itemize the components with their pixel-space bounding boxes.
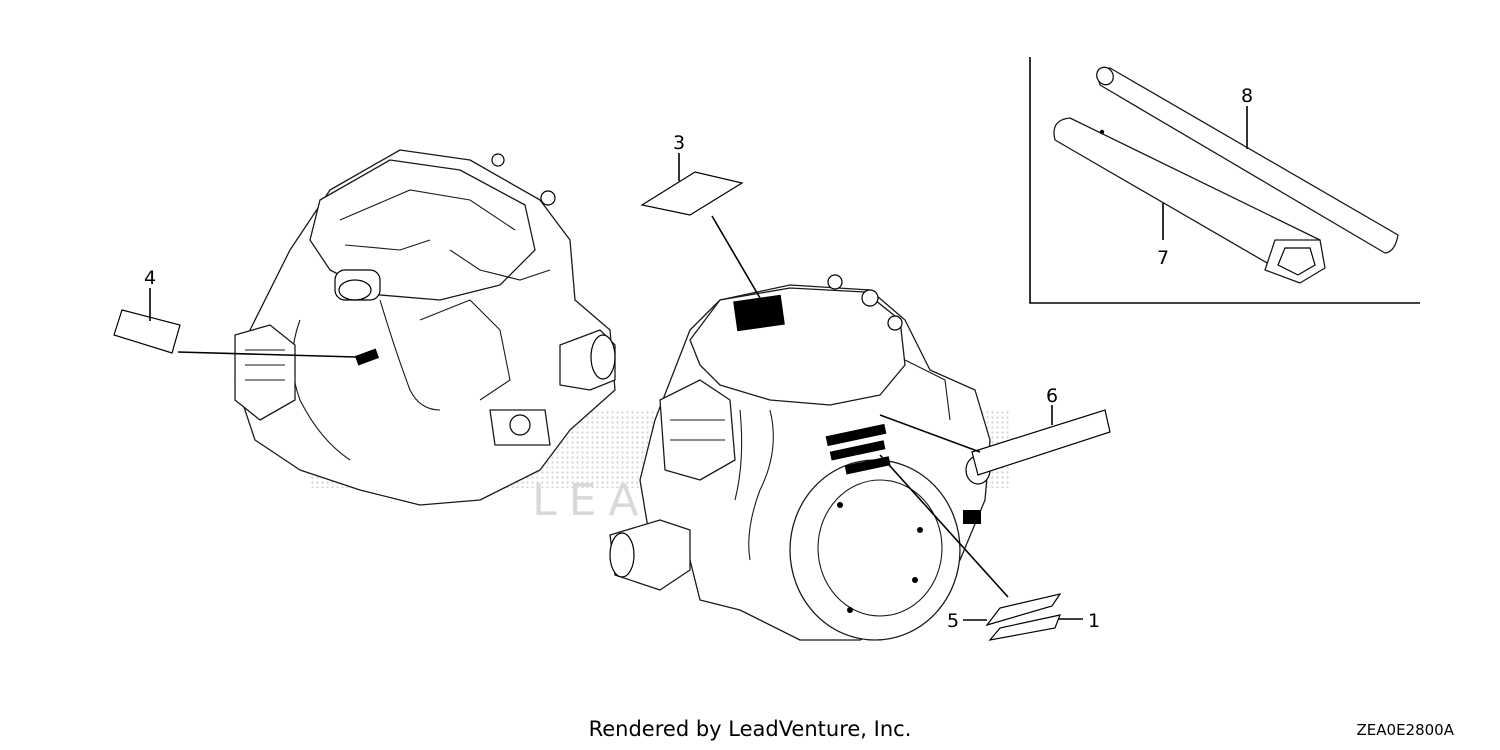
callout-3: 3 (673, 132, 685, 154)
callout-6: 6 (1046, 385, 1058, 407)
decal-label-6 (971, 409, 1111, 476)
tool-inset (1029, 57, 1420, 304)
decal-label-4 (113, 309, 181, 354)
callout-1: 1 (1088, 610, 1100, 632)
callout-5: 5 (947, 610, 959, 632)
decal-label-1 (988, 614, 1061, 641)
callout-8: 8 (1241, 85, 1253, 107)
drawing-code: ZEA0E2800A (1356, 721, 1454, 739)
decal-label-5 (985, 593, 1062, 627)
decal-label-3 (640, 171, 744, 216)
rendered-by-credit: Rendered by LeadVenture, Inc. (588, 717, 912, 741)
leader-lines (149, 106, 1248, 621)
left-engine (234, 149, 616, 506)
callout-7: 7 (1157, 247, 1169, 269)
callout-4: 4 (144, 267, 156, 289)
right-engine (609, 274, 991, 641)
